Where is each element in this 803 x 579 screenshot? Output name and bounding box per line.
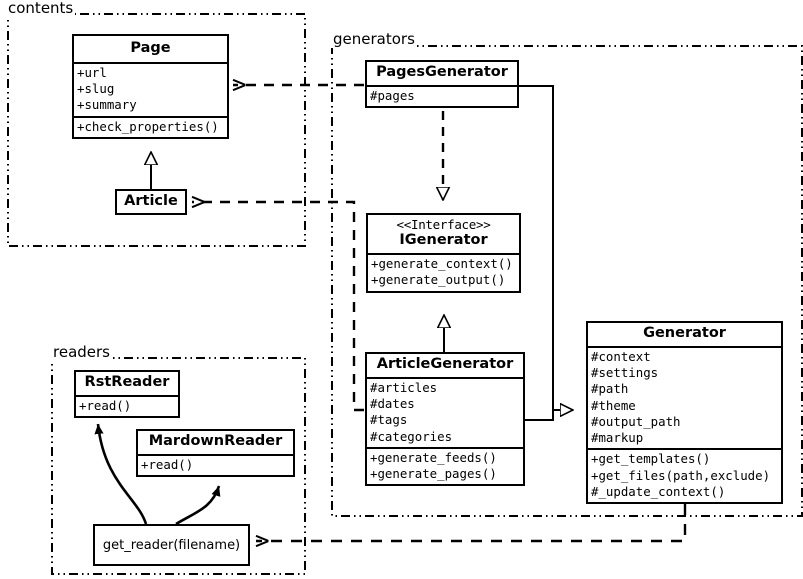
class-attributes-page: +url +slug +summary: [74, 61, 227, 116]
class-box-article[interactable]: Article: [115, 189, 187, 215]
relation-articlegenerator-to-article: [192, 202, 364, 412]
relation-generator-to-getreader: [256, 504, 687, 541]
relation-pagesgenerator-to-generator: [519, 85, 573, 410]
class-name-page: Page: [130, 40, 171, 56]
attribute-item: #path: [591, 381, 629, 397]
method-item: +generate_output(): [371, 272, 506, 288]
class-methods-rstreader: +read(): [76, 394, 178, 416]
class-attributes-articlegenerator: #articles #dates #tags #categories: [367, 376, 523, 447]
relation-getreader-to-mardownreader: [175, 485, 221, 526]
attribute-item: #dates: [370, 395, 415, 411]
method-item: +get_files(path,exclude): [591, 467, 771, 483]
class-methods-igenerator: +generate_context() +generate_output(): [368, 253, 519, 291]
class-name-rstreader: RstReader: [84, 374, 170, 390]
method-item: #_update_context(): [591, 484, 726, 500]
class-methods-page: +check_properties(): [74, 115, 227, 137]
class-name-pagesgenerator: PagesGenerator: [376, 64, 508, 80]
attribute-item: #settings: [591, 364, 659, 380]
class-name-generator: Generator: [643, 325, 726, 341]
method-item: +get_templates(): [591, 451, 711, 467]
class-box-igenerator[interactable]: <<Interface>> IGenerator +generate_conte…: [366, 213, 521, 293]
function-label: get_reader(filename): [102, 537, 241, 553]
attribute-item: #tags: [370, 412, 408, 428]
relation-articlegenerator-to-generator: [525, 410, 554, 421]
class-box-mardownreader[interactable]: MardownReader +read(): [136, 429, 295, 477]
method-item: +generate_pages(): [370, 466, 497, 482]
package-label-readers: readers: [51, 343, 112, 361]
class-methods-mardownreader: +read(): [138, 453, 293, 475]
class-box-rstreader[interactable]: RstReader +read(): [74, 370, 180, 418]
function-box-get-reader[interactable]: get_reader(filename): [93, 524, 250, 566]
class-attributes-generator: #context #settings #path #theme #output_…: [588, 345, 781, 449]
class-name-text: IGenerator: [399, 232, 488, 249]
method-item: +generate_context(): [371, 256, 513, 272]
class-box-generator[interactable]: Generator #context #settings #path #them…: [586, 321, 783, 505]
class-methods-generator: +get_templates() +get_files(path,exclude…: [588, 448, 781, 502]
attribute-item: #context: [591, 348, 651, 364]
attribute-item: #markup: [591, 430, 644, 446]
class-attributes-pagesgenerator: #pages: [367, 84, 517, 106]
class-box-page[interactable]: Page +url +slug +summary +check_properti…: [72, 34, 229, 139]
attribute-item: #theme: [591, 397, 636, 413]
attribute-item: #pages: [370, 87, 415, 103]
class-name-articlegenerator: ArticleGenerator: [376, 356, 514, 372]
class-stereotype-igenerator: <<Interface>>: [396, 217, 491, 232]
class-name-igenerator: <<Interface>> IGenerator: [368, 215, 519, 253]
class-box-articlegenerator[interactable]: ArticleGenerator #articles #dates #tags …: [365, 352, 525, 487]
method-item: +check_properties(): [77, 118, 219, 134]
method-item: +read(): [79, 397, 132, 413]
attribute-item: +summary: [77, 97, 137, 113]
attribute-item: #articles: [370, 379, 438, 395]
method-item: +read(): [141, 456, 194, 472]
method-item: +generate_feeds(): [370, 449, 497, 465]
attribute-item: #output_path: [591, 413, 681, 429]
class-name-mardownreader: MardownReader: [148, 433, 283, 449]
class-box-pagesgenerator[interactable]: PagesGenerator #pages: [365, 60, 519, 108]
attribute-item: #categories: [370, 428, 453, 444]
package-label-contents: contents: [6, 0, 76, 17]
class-methods-articlegenerator: +generate_feeds() +generate_pages(): [367, 446, 523, 485]
class-name-article: Article: [124, 193, 178, 209]
package-label-generators: generators: [331, 30, 417, 48]
attribute-item: +slug: [77, 80, 115, 96]
attribute-item: +url: [77, 64, 107, 80]
